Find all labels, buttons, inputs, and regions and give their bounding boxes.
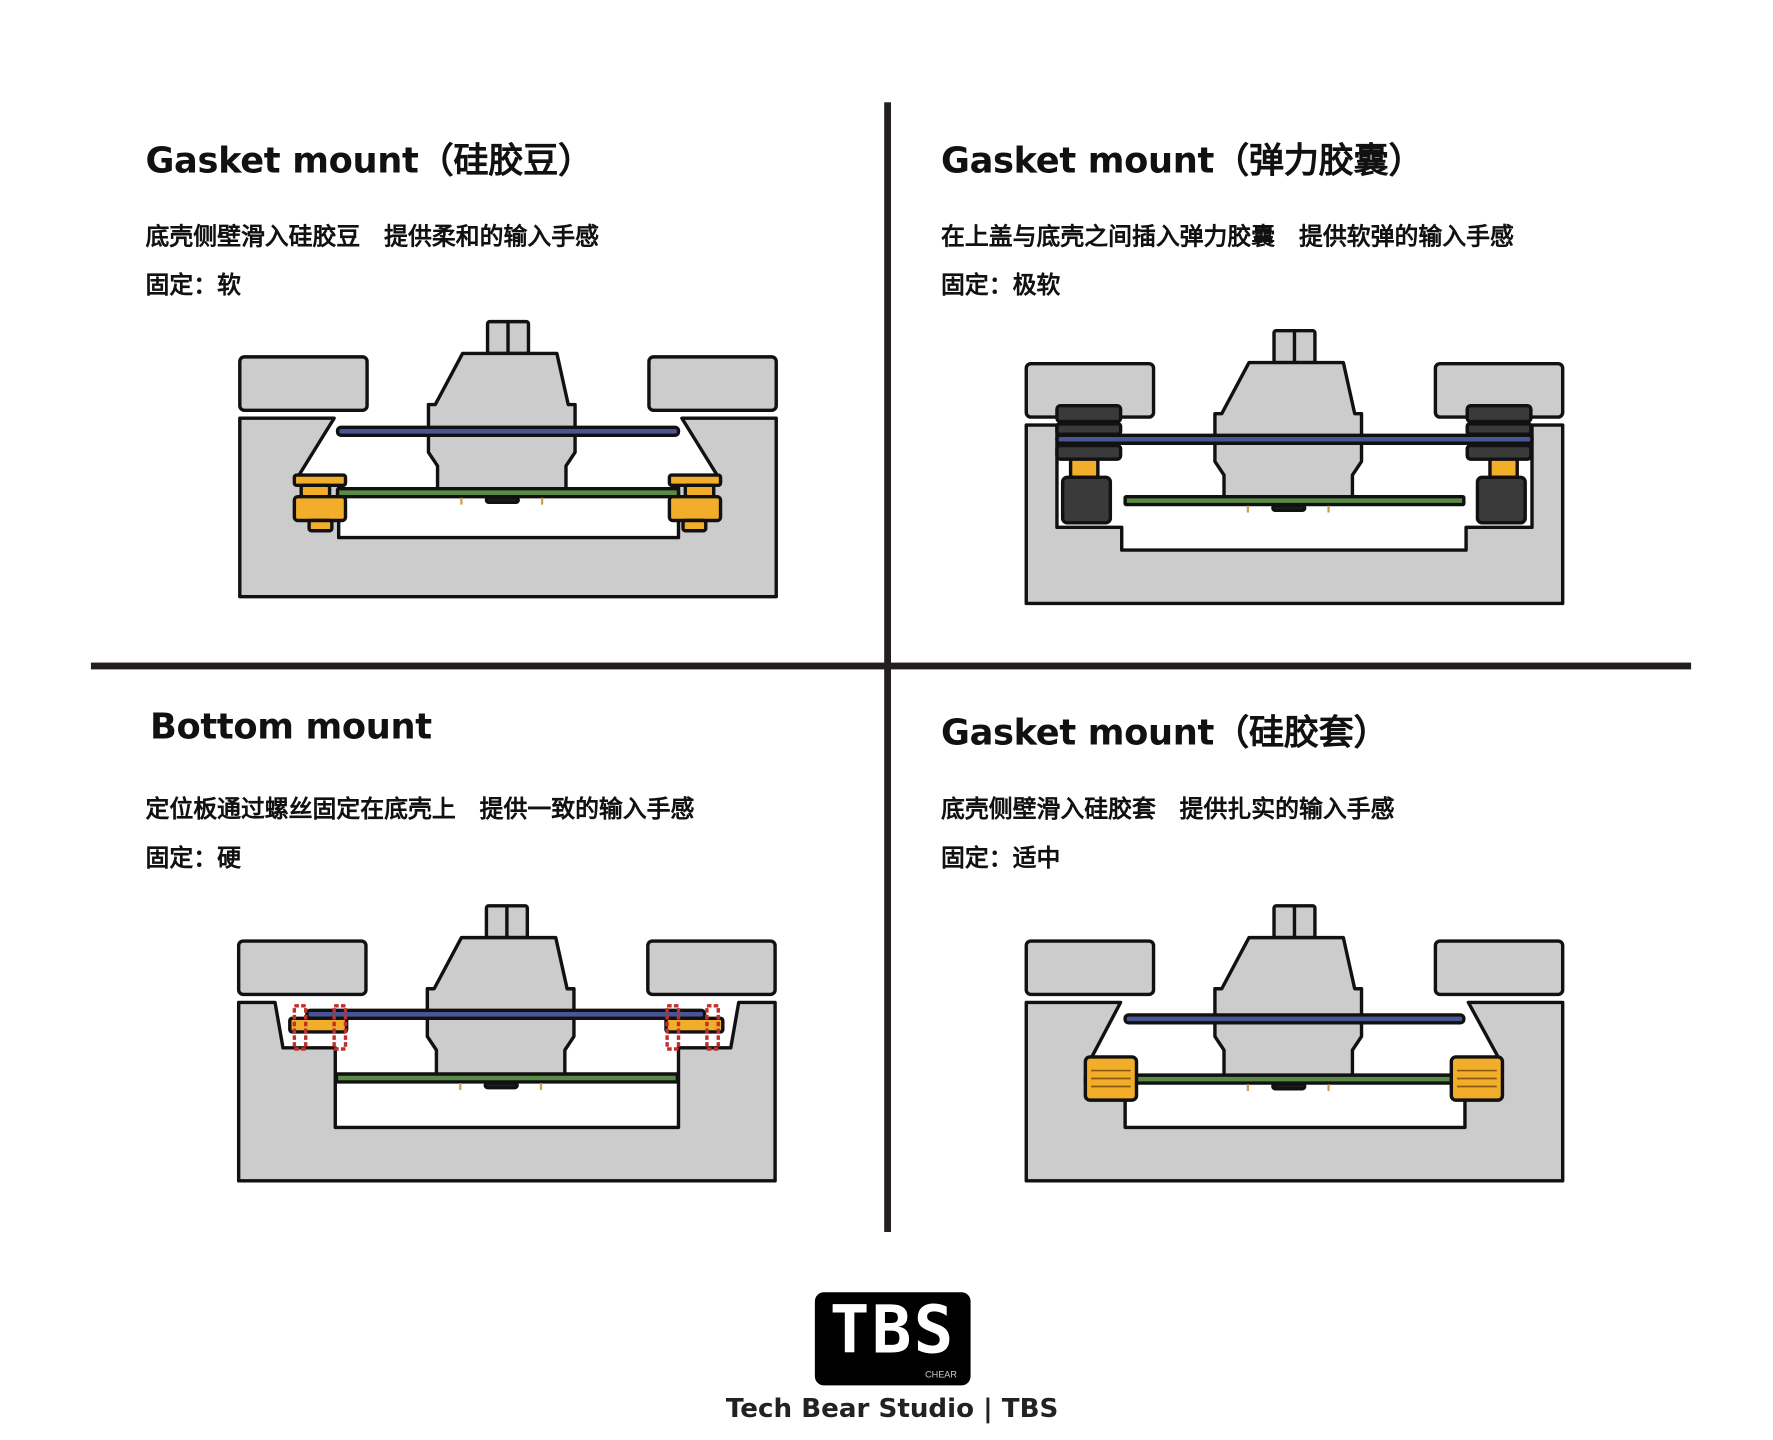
silicone-bean-gasket [681, 518, 708, 533]
panel-title: Bottom mount [150, 706, 432, 748]
switch-plate [1123, 1013, 1466, 1025]
panel-fixing: 固定：适中 [941, 844, 1061, 872]
pcb-pin [540, 497, 544, 505]
pcb-component [1271, 1082, 1307, 1091]
sleeve-texture [1091, 1069, 1131, 1088]
panel-title: Gasket mount（硅胶豆） [145, 140, 593, 182]
keycap-right [646, 939, 777, 997]
pcb-pin [1246, 1084, 1250, 1092]
keycap-left [238, 355, 369, 412]
pcb-component [1271, 504, 1307, 512]
keyboard-case [1024, 423, 1565, 606]
keyboard-cross-section [1024, 329, 1565, 606]
panel-description: 底壳侧壁滑入硅胶豆 提供柔和的输入手感 [145, 222, 599, 251]
plate-mount-bracket [664, 1016, 725, 1034]
keycap-left [1024, 939, 1156, 997]
keycap-right [1433, 939, 1565, 997]
pcb [335, 486, 681, 499]
panel-fixing: 固定：极软 [941, 271, 1061, 299]
switch-plate [305, 1008, 707, 1021]
switch-plate [1055, 433, 1534, 445]
pcb-pin [1327, 1084, 1330, 1092]
pcb-pin [1246, 505, 1250, 513]
brand-name: Tech Bear Studio | TBS [725, 1394, 1059, 1425]
tbs-logo: TBS CHEAR [814, 1292, 971, 1386]
elastic-capsule-base [1475, 475, 1527, 525]
elastic-capsule-bottom [1465, 443, 1533, 461]
keycap-left [236, 939, 368, 997]
logo-mark: TBS [829, 1292, 956, 1369]
switch-plate [335, 425, 681, 437]
elastic-capsule-top [1055, 404, 1123, 424]
pcb-component [484, 496, 520, 505]
switch-housing [426, 351, 577, 497]
pcb-pin [460, 497, 463, 505]
panel-title: Gasket mount（弹力胶囊） [941, 140, 1424, 182]
elastic-capsule-base [1060, 475, 1113, 525]
pcb-component [483, 1081, 519, 1090]
pcb-pin [1327, 505, 1330, 513]
logo-sub: CHEAR [925, 1369, 957, 1380]
elastic-capsule-spring [1068, 457, 1100, 480]
pcb [1123, 494, 1466, 507]
switch-housing [425, 935, 576, 1081]
keyboard-cross-section [1024, 904, 1565, 1183]
panel-description: 在上盖与底壳之间插入弹力胶囊 提供软弹的输入手感 [941, 222, 1514, 251]
elastic-capsule-top [1465, 422, 1533, 436]
panel-title: Gasket mount（硅胶套） [941, 712, 1389, 754]
elastic-capsule-top [1055, 422, 1123, 436]
sleeve-texture [1456, 1069, 1497, 1088]
plate-mount-bracket [288, 1016, 349, 1034]
elastic-capsule-bottom [1055, 443, 1123, 461]
pcb [334, 1072, 680, 1084]
silicone-bean-gasket [307, 518, 334, 533]
keycap-right [647, 355, 778, 412]
panel-description: 底壳侧壁滑入硅胶套 提供扎实的输入手感 [941, 795, 1395, 823]
switch-housing [1213, 360, 1364, 506]
panel-description: 定位板通过螺丝固定在底壳上 提供一致的输入手感 [145, 795, 695, 823]
panel-fixing: 固定：硬 [145, 844, 241, 872]
pcb-pin [459, 1083, 462, 1090]
panel-fixing: 固定：软 [145, 271, 241, 299]
elastic-capsule-spring [1488, 457, 1519, 480]
pcb-pin [539, 1083, 543, 1090]
silicone-bean-gasket [667, 494, 723, 523]
pcb [1083, 1073, 1502, 1085]
silicone-bean-gasket [292, 494, 348, 523]
elastic-capsule-top [1465, 404, 1533, 424]
switch-housing [1213, 935, 1364, 1081]
keyboard-cross-section [238, 319, 778, 599]
horizontal-divider [90, 662, 1692, 670]
keyboard-cross-section [236, 904, 777, 1183]
